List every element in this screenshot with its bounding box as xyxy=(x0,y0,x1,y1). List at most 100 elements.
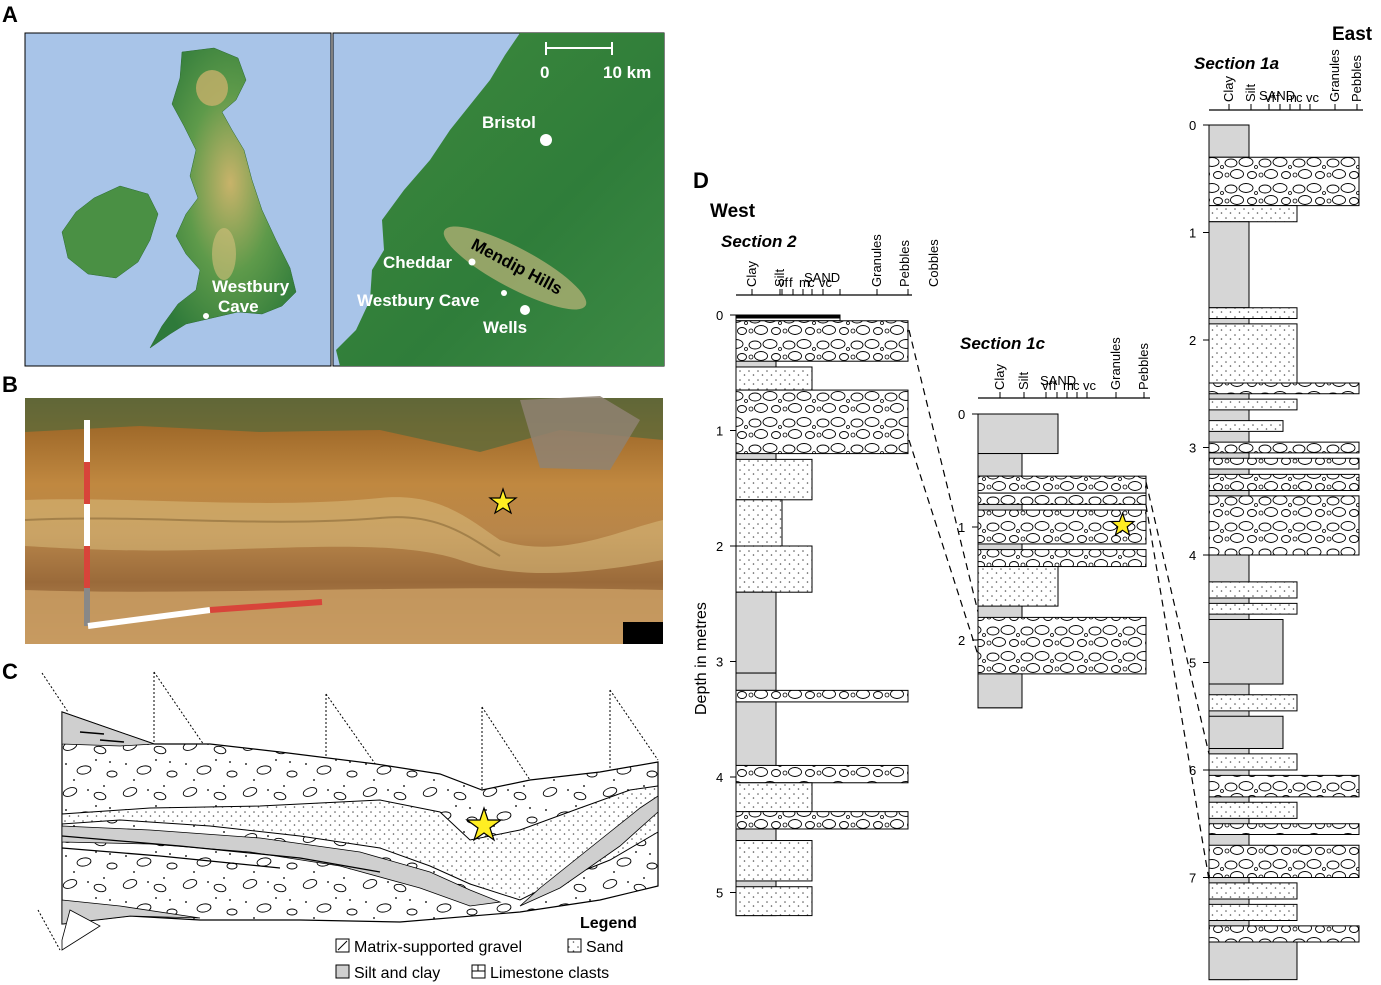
star-marker-sketch xyxy=(465,806,503,842)
grain-label-m: m xyxy=(799,275,810,290)
map-label-wells: Wells xyxy=(483,318,527,337)
grain-label-granules: Granules xyxy=(869,234,884,287)
bed-sand xyxy=(735,840,813,882)
panel-label-b: B xyxy=(2,372,18,397)
grain-label-clay: Clay xyxy=(992,363,1007,390)
grain-label-granules: Granules xyxy=(1108,337,1123,390)
grain-label-silt: Silt xyxy=(772,269,787,287)
title-section-1a: Section 1a xyxy=(1194,54,1279,73)
grain-label-f: f xyxy=(1276,90,1280,105)
wells-marker xyxy=(520,305,530,315)
grain-label-sand: SAND xyxy=(804,270,840,285)
panel-label-a: A xyxy=(2,2,18,27)
bed-gravel xyxy=(1208,823,1360,835)
westbury-cave-region-marker xyxy=(501,290,507,296)
bed-silt xyxy=(1208,221,1250,309)
scale-end: 10 km xyxy=(603,63,651,82)
depth-tick-label: 7 xyxy=(1189,871,1196,886)
bed-gravel xyxy=(735,320,909,362)
bed-silt xyxy=(977,673,1023,709)
depth-tick-label: 5 xyxy=(716,886,723,901)
y-axis-label: Depth in metres xyxy=(693,602,710,715)
bed-sand xyxy=(1208,602,1298,615)
map-label-westbury-cave: Westbury Cave xyxy=(357,291,480,310)
mendip-ridge xyxy=(443,226,587,310)
bed-sand xyxy=(735,458,813,501)
grain-label-sand: SAND xyxy=(1259,88,1295,103)
grain-label-pebbles: Pebbles xyxy=(1136,343,1151,390)
label-east: East xyxy=(1332,24,1373,45)
bed-gravel xyxy=(735,389,909,455)
bed-sand xyxy=(1208,753,1298,771)
depth-tick-label: 2 xyxy=(958,633,965,648)
depth-tick-label: 4 xyxy=(1189,548,1196,563)
depth-tick-label: 2 xyxy=(1189,333,1196,348)
depth-tick-label: 4 xyxy=(716,770,723,785)
depth-tick-label: 0 xyxy=(1189,118,1196,133)
title-section-1c: Section 1c xyxy=(960,334,1046,353)
grain-label-pebbles: Pebbles xyxy=(1349,55,1364,102)
bed-silt xyxy=(977,453,1023,477)
bed-gravel xyxy=(977,475,1147,494)
bed-gravel xyxy=(735,764,909,784)
bed-sand xyxy=(1208,420,1284,432)
map-label-bristol: Bristol xyxy=(482,113,536,132)
bed-sand xyxy=(735,782,813,813)
regional-map: 0 10 km Bristol Cheddar Mendip Hills Wes… xyxy=(332,32,665,367)
bed-gravel xyxy=(977,549,1147,568)
outcrop-photo xyxy=(24,396,663,644)
bed-sand xyxy=(735,886,813,917)
bed-sand xyxy=(1208,801,1298,819)
correlation-line xyxy=(908,329,979,613)
bed-silt xyxy=(1208,941,1298,981)
grain-label-c: c xyxy=(1073,378,1080,393)
legend-silt-label: Silt and clay xyxy=(354,965,440,982)
grain-label-cobbles: Cobbles xyxy=(926,239,941,287)
label-west: West xyxy=(710,201,756,222)
depth-tick-label: 3 xyxy=(716,655,723,670)
map-label-cave: Cave xyxy=(218,297,259,316)
outcrop-sketch xyxy=(37,671,659,951)
grain-label-vf: vf xyxy=(1042,378,1053,393)
legend-limestone-label: Limestone clasts xyxy=(490,965,609,982)
bed-gravel xyxy=(1208,495,1360,556)
bed-sand xyxy=(1208,323,1298,384)
bed-sand xyxy=(1208,694,1298,712)
bed-gravel xyxy=(977,616,1147,675)
bed-sand xyxy=(735,545,813,593)
depth-tick-label: 1 xyxy=(716,424,723,439)
grain-label-m: m xyxy=(1286,90,1297,105)
star-marker-photo xyxy=(488,487,518,515)
grain-label-clay: Clay xyxy=(744,260,759,287)
bed-silt xyxy=(735,591,777,674)
bed-gravel xyxy=(1208,774,1360,798)
bed-gravel xyxy=(735,689,909,703)
depth-tick-label: 2 xyxy=(716,539,723,554)
panel-label-c: C xyxy=(2,659,18,684)
panel-label-d: D xyxy=(693,168,709,193)
scale-zero: 0 xyxy=(540,63,549,82)
bed-gravel xyxy=(977,492,1147,505)
bed-gravel xyxy=(1208,382,1360,395)
bed-sand xyxy=(1208,205,1298,223)
map-label-cheddar: Cheddar xyxy=(383,253,452,272)
bed-silt xyxy=(977,413,1059,455)
map-label-westbury: Westbury xyxy=(212,277,290,296)
uk-map: Westbury Cave xyxy=(24,32,332,367)
grain-label-silt: Silt xyxy=(1016,372,1031,390)
grain-label-f: f xyxy=(1053,378,1057,393)
grain-label-c: c xyxy=(808,275,815,290)
legend-silt-swatch xyxy=(335,964,350,979)
bed-gravel xyxy=(1208,925,1360,943)
grain-label-vf: vf xyxy=(778,275,789,290)
depth-tick-label: 3 xyxy=(1189,441,1196,456)
legend: Legend Matrix-supported gravel Sand Silt… xyxy=(335,915,637,982)
bed-sand xyxy=(1208,581,1298,599)
grain-label-vc: vc xyxy=(819,275,833,290)
bed-gravel xyxy=(1208,473,1360,491)
bed-gravel xyxy=(1208,156,1360,207)
bed-silt xyxy=(735,672,777,691)
